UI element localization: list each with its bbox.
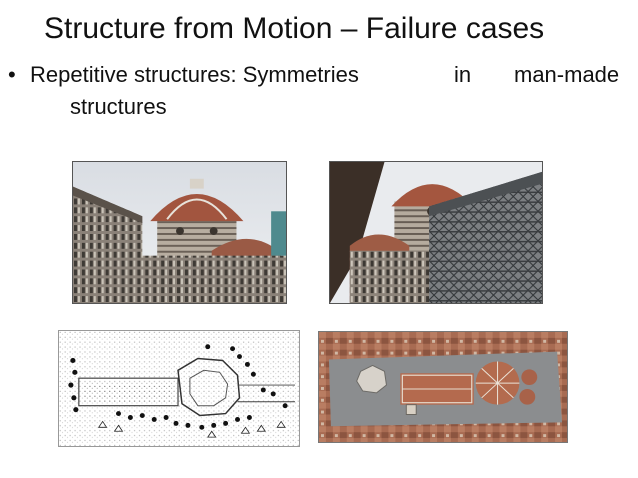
bullet-continuation: structures [70,94,167,119]
cathedral-photo-1 [72,161,287,304]
reconstruction-point-cloud-image [59,331,299,446]
cathedral-photo-1-image [73,162,286,303]
bullet-text-in: in [454,62,472,87]
cathedral-photo-2 [329,161,543,304]
bullet-marker: • [8,62,16,87]
slide-title: Structure from Motion – Failure cases [44,12,545,45]
aerial-map-view [318,331,568,443]
cathedral-photo-2-image [330,162,542,303]
bullet-item: • Repetitive structures: Symmetries in m… [8,60,638,90]
aerial-map-view-image [319,332,567,442]
bullet-text-man-made: man-made [514,62,620,87]
reconstruction-point-cloud [58,330,300,447]
bullet-text-main: Repetitive structures: Symmetries [30,62,359,87]
